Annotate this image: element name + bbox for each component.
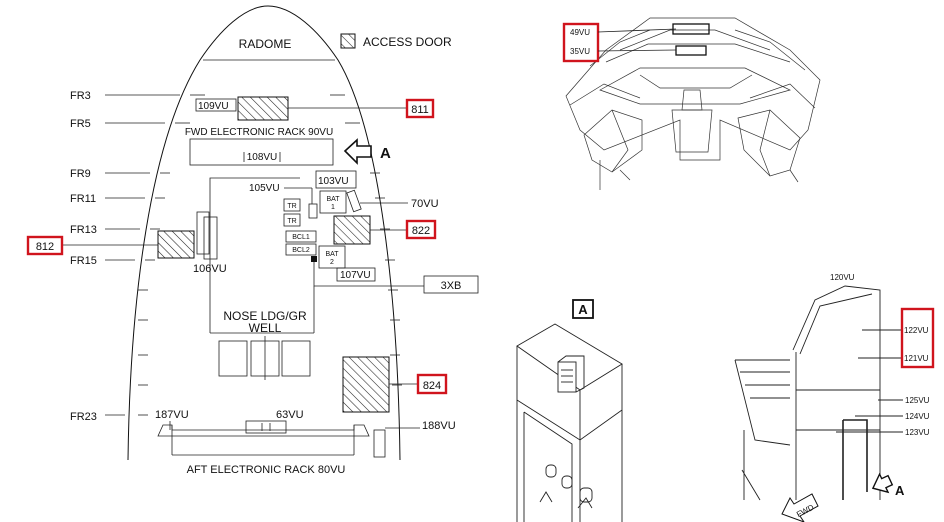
radome-label: RADOME	[239, 37, 292, 51]
bat1-label: BAT	[326, 196, 340, 203]
view-a-detail: A	[516, 299, 623, 522]
label-103vu: 103VU	[318, 176, 349, 187]
label-70vu: 70VU	[411, 198, 439, 210]
frame-label: FR15	[70, 255, 97, 267]
fwd-arrow	[781, 493, 819, 522]
frame-label: FR5	[70, 118, 91, 130]
label-123vu: 123VU	[905, 428, 930, 437]
door-tag-812: 812	[36, 241, 54, 253]
label-107vu: 107VU	[340, 270, 371, 281]
fwd-rack-label: FWD ELECTRONIC RACK 90VU	[185, 127, 333, 138]
frame-marks: FR3 FR5 FR9 FR11 FR13 FR15 FR23	[70, 90, 402, 423]
bat1-number: 1	[331, 204, 335, 211]
rack-108vu	[189, 138, 334, 166]
label-120vu: 120VU	[830, 273, 855, 282]
side-view-arrow-label: A	[895, 483, 905, 498]
door-tag-822: 822	[412, 225, 430, 237]
frame-label: FR11	[70, 193, 96, 205]
cockpit-view	[565, 17, 821, 190]
side-highlight-frame	[900, 307, 935, 369]
label-124vu: 124VU	[905, 412, 930, 421]
aft-rack-label: AFT ELECTRONIC RACK 80VU	[187, 464, 346, 476]
view-a-arrow-label: A	[380, 145, 391, 162]
label-187vu: 187VU	[155, 409, 189, 421]
access-door-824	[342, 356, 390, 413]
door-tag-824: 824	[423, 380, 441, 392]
bat2-label: BAT	[325, 251, 339, 258]
side-console-view: 120VU 122VU 121VU 125VU 124VU 123VU A FW…	[734, 273, 935, 522]
label-121vu: 121VU	[904, 354, 929, 363]
frame-label: FR13	[70, 224, 97, 236]
access-door-legend-label: ACCESS DOOR	[363, 35, 452, 49]
label-108vu: 108VU	[247, 152, 278, 163]
nose-well-label: NOSE LDG/GR	[223, 309, 307, 323]
label-125vu: 125VU	[905, 396, 930, 405]
frame-label: FR23	[70, 411, 97, 423]
frame-label: FR3	[70, 90, 91, 102]
bcl2-label: BCL2	[292, 247, 310, 254]
label-105vu: 105VU	[249, 183, 280, 194]
access-door-legend-swatch	[340, 33, 356, 49]
access-door-811	[237, 96, 289, 121]
cockpit-highlight-frame	[562, 22, 600, 63]
access-door-822	[333, 215, 371, 245]
side-view-arrow	[871, 472, 894, 494]
bcl1-label: BCL1	[292, 234, 310, 241]
view-a-arrow	[343, 138, 372, 165]
label-63vu: 63VU	[276, 409, 304, 421]
access-door-812	[157, 230, 195, 259]
view-a-title: A	[578, 302, 588, 317]
fuselage-plan-view: RADOME ACCESS DOOR FR3 FR5 FR9 FR11 FR13…	[26, 5, 479, 476]
label-106vu: 106VU	[193, 263, 227, 275]
door-tag-811: 811	[411, 104, 429, 116]
tr-label: TR	[287, 218, 296, 225]
nose-well-label-2: WELL	[249, 321, 282, 335]
label-49vu: 49VU	[570, 28, 590, 37]
label-109vu: 109VU	[198, 101, 229, 112]
label-3xb: 3XB	[441, 280, 462, 292]
label-188vu: 188VU	[422, 420, 456, 432]
label-122vu: 122VU	[904, 326, 929, 335]
fuselage-outline	[127, 5, 401, 461]
tr-label: TR	[287, 203, 296, 210]
frame-label: FR9	[70, 168, 91, 180]
bat2-number: 2	[330, 259, 334, 266]
label-35vu: 35VU	[570, 47, 590, 56]
